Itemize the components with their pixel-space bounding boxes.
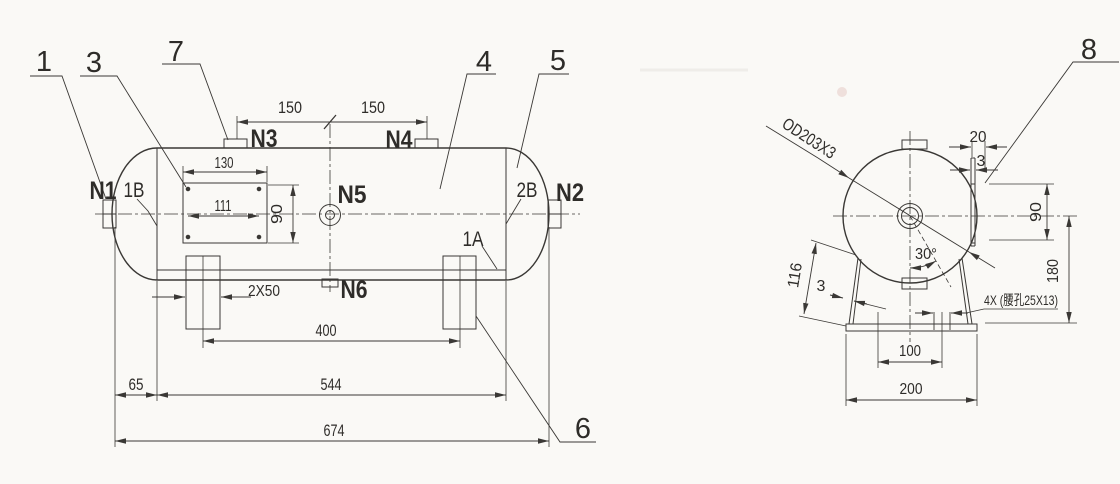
callout-4: 4 [476, 46, 492, 78]
callout-3: 3 [86, 47, 102, 79]
side-view-labels: 1 3 7 4 5 6 N1 N2 N3 N4 N5 N6 1B 2B 1A 1… [36, 36, 591, 445]
weld-label-2b: 2B [517, 179, 538, 202]
dim-65: 65 [129, 375, 144, 394]
callout-6: 6 [575, 413, 591, 445]
nozzle-label-n6: N6 [341, 276, 368, 304]
callout-5: 5 [550, 45, 566, 77]
callout-leaders [30, 63, 596, 443]
dimension-lines [115, 114, 549, 444]
dim-544: 544 [321, 375, 342, 394]
dim-150-left: 150 [278, 98, 302, 117]
dim-3-pad: 3 [977, 153, 986, 170]
centerlines [95, 124, 580, 292]
callout-8: 8 [1081, 34, 1097, 66]
dim-111: 111 [215, 198, 232, 215]
end-centerlines [833, 131, 1078, 342]
dim-180: 180 [1045, 259, 1062, 283]
nozzle-n6 [321, 278, 339, 288]
callout-7: 7 [168, 36, 184, 68]
dim-2x50: 2X50 [248, 283, 280, 300]
saddle-left [185, 255, 221, 348]
nozzle-label-n2: N2 [556, 179, 584, 207]
nozzle-n2 [547, 199, 562, 229]
dim-slot-note: 4X (腰孔25X13) [984, 292, 1058, 308]
end-nozzle-top [901, 139, 928, 150]
nozzle-n5 [319, 204, 341, 226]
dim-200: 200 [900, 381, 923, 398]
dim-30deg: 30° [915, 246, 937, 263]
dim-116: 116 [785, 262, 806, 289]
scan-artifacts [640, 68, 847, 97]
end-saddle [845, 257, 978, 332]
side-view [30, 63, 596, 447]
saddle-right [442, 255, 477, 348]
nozzle-label-n5: N5 [338, 181, 367, 209]
dim-674: 674 [324, 421, 345, 440]
extension-lines [114, 116, 550, 447]
od-leader [765, 125, 996, 269]
end-nozzle-bottom [901, 277, 928, 290]
nozzle-label-n4: N4 [386, 126, 413, 154]
dim-90-pad: 90 [1028, 202, 1045, 222]
dim-100: 100 [899, 343, 921, 360]
nozzle-n3 [223, 138, 248, 149]
dim-od203x3: OD203X3 [779, 114, 840, 163]
weld-label-1b: 1B [124, 179, 145, 202]
nozzle-label-n3: N3 [251, 125, 278, 153]
dim-3-saddle: 3 [817, 278, 826, 295]
nameplate [182, 182, 268, 244]
angle-reference [909, 215, 952, 288]
bracket-pad [970, 157, 976, 247]
dim-90-plate: 90 [269, 204, 286, 224]
end-view [765, 61, 1119, 406]
item8-leader [984, 61, 1119, 184]
callout-1: 1 [36, 46, 52, 78]
nozzle-label-n1: N1 [90, 177, 117, 205]
dim-150-right: 150 [361, 98, 385, 117]
dim-400: 400 [316, 321, 337, 340]
dim-130: 130 [215, 155, 234, 172]
nozzle-n4 [414, 138, 439, 149]
end-extension-lines [798, 141, 1077, 406]
dim-20: 20 [970, 129, 987, 146]
end-dimension-lines [803, 144, 1072, 403]
weld-label-1a: 1A [463, 228, 484, 251]
nozzle-n1 [102, 199, 117, 229]
